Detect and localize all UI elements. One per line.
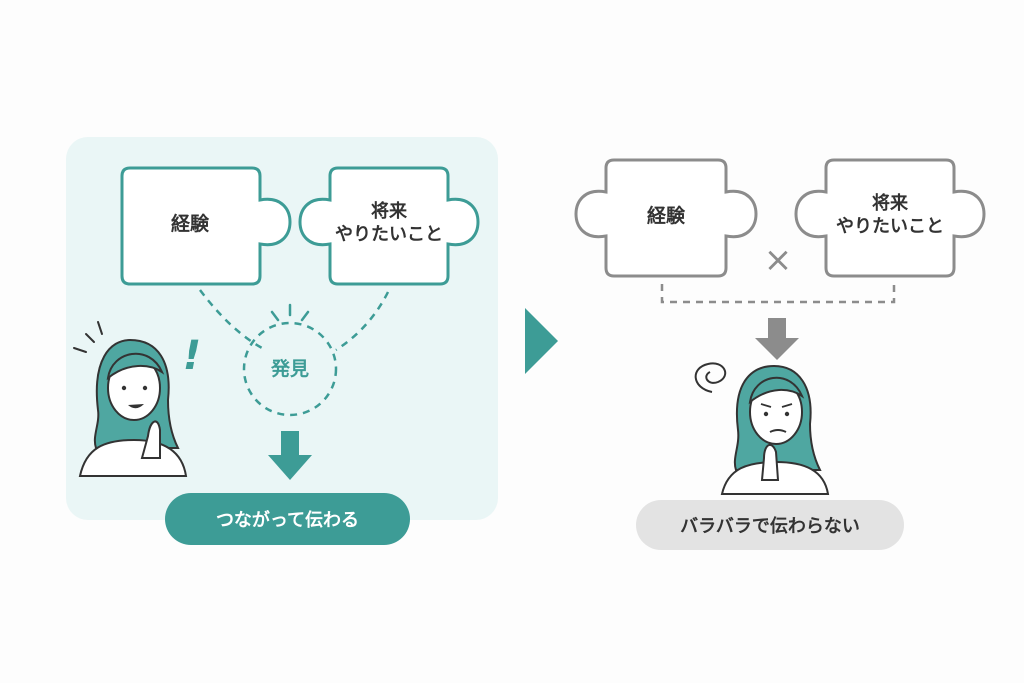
- right-piece-experience-label: 経験: [646, 205, 685, 227]
- discovery-label: 発見: [270, 358, 309, 380]
- right-piece-experience: [574, 158, 758, 278]
- discovery-circle: [242, 321, 338, 417]
- left-piece-future-label: 将来 やりたいこと: [330, 200, 448, 247]
- left-connector-b: [335, 291, 390, 352]
- right-piece-future-label: 将来 やりたいこと: [826, 192, 954, 239]
- right-piece-future-line2: やりたいこと: [836, 216, 944, 238]
- left-woman-figure: [73, 321, 188, 477]
- left-piece-experience-label: 経験: [170, 213, 209, 235]
- right-dashed-bracket: [660, 284, 896, 304]
- right-triangle-arrow-icon: [525, 308, 558, 374]
- right-piece-future: [794, 158, 986, 278]
- right-result-badge: バラバラで伝わらない: [636, 500, 904, 550]
- left-piece-future-line2: やりたいこと: [335, 224, 443, 246]
- left-piece-future-line1: 将来: [371, 201, 407, 222]
- left-woman-sparkles: [73, 321, 103, 353]
- spark-lines: [270, 303, 310, 322]
- left-down-arrow-icon: [268, 431, 312, 480]
- right-woman-figure: [720, 364, 830, 495]
- exclamation-mark: !: [182, 333, 202, 379]
- confusion-swirl-icon: [694, 362, 727, 393]
- right-piece-future-line1: 将来: [872, 193, 908, 214]
- left-piece-experience: [120, 166, 292, 286]
- right-down-arrow-icon: [755, 318, 799, 360]
- left-result-badge: つながって伝わる: [165, 493, 410, 545]
- cross-mark: ×: [763, 240, 793, 280]
- left-piece-future: [298, 166, 480, 286]
